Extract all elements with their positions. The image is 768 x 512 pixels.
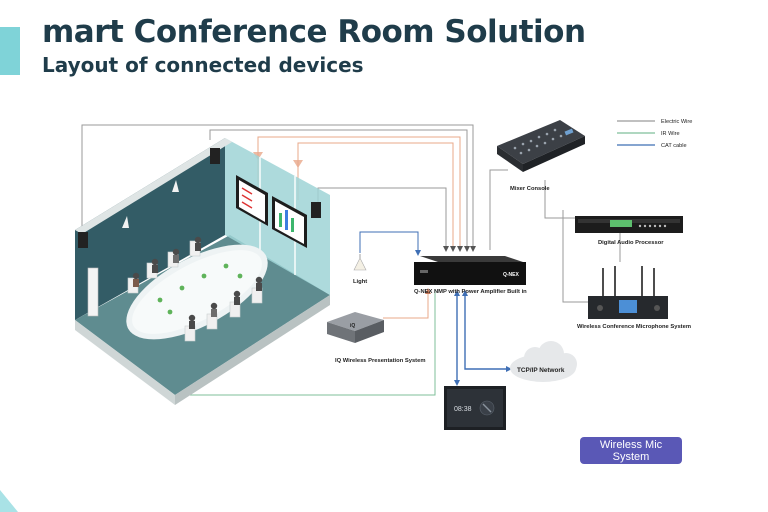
wireless-microphone-receiver <box>588 266 668 319</box>
legend-ir-label: IR Wire <box>661 131 680 137</box>
network-cloud <box>510 341 577 382</box>
network-label: TCP/IP Network <box>517 367 565 374</box>
page-title: mart Conference Room Solution <box>42 14 586 50</box>
conference-room-illustration <box>75 138 330 405</box>
nmp-device <box>414 256 526 285</box>
panel-time: 08:38 <box>454 406 472 413</box>
presentation-system <box>327 312 384 343</box>
light-label: Light <box>353 279 367 285</box>
presentation-label: IQ Wireless Presentation System <box>335 358 425 364</box>
processor-label: Digital Audio Processor <box>598 240 664 246</box>
nmp-label: Q-NEX NMP with Power Amplifier Built in <box>414 289 527 295</box>
mixer-label: Mixer Console <box>510 186 550 192</box>
room-speaker-left <box>78 232 88 248</box>
people <box>132 236 263 329</box>
wire-light <box>359 231 419 254</box>
room-standing-panel <box>87 267 99 317</box>
accent-bar <box>0 27 20 75</box>
wireless-mic-system-button[interactable]: Wireless Mic System <box>580 437 682 464</box>
table-microphones <box>157 263 243 315</box>
mixer-console <box>497 120 585 172</box>
wire-room-speaker-left <box>81 124 474 250</box>
wire-display-2 <box>297 142 454 250</box>
wire-speaker-right <box>317 187 447 250</box>
nmp-brand-badge: Q-NEX <box>503 272 520 278</box>
light-fixture <box>353 254 367 271</box>
legend-electric-label: Electric Wire <box>661 119 692 125</box>
room-back-wall <box>75 138 225 320</box>
digital-audio-processor <box>575 216 683 233</box>
presentation-brand: iQ <box>350 323 355 329</box>
room-speaker-top <box>210 148 220 164</box>
room-display-left <box>236 175 268 226</box>
legend-cat-label: CAT cable <box>661 143 687 149</box>
room-speaker-right <box>311 202 321 218</box>
wire-nmp-network <box>464 292 510 370</box>
wire-room-top-1 <box>209 129 468 250</box>
wire-arrows <box>253 152 512 386</box>
wire-mixer-processor <box>544 180 575 219</box>
wire-ir-floor <box>190 290 436 396</box>
page-subtitle: Layout of connected devices <box>42 53 364 77</box>
control-panel <box>444 386 506 430</box>
room-display-right <box>272 196 307 248</box>
wire-presentation <box>383 290 429 319</box>
microphone-label: Wireless Conference Microphone System <box>577 324 691 330</box>
legend: Electric Wire IR Wire CAT cable <box>617 119 692 149</box>
corner-decoration <box>0 490 18 512</box>
wire-processor-mic <box>562 210 590 303</box>
wire-nmp-mixer <box>489 169 508 250</box>
